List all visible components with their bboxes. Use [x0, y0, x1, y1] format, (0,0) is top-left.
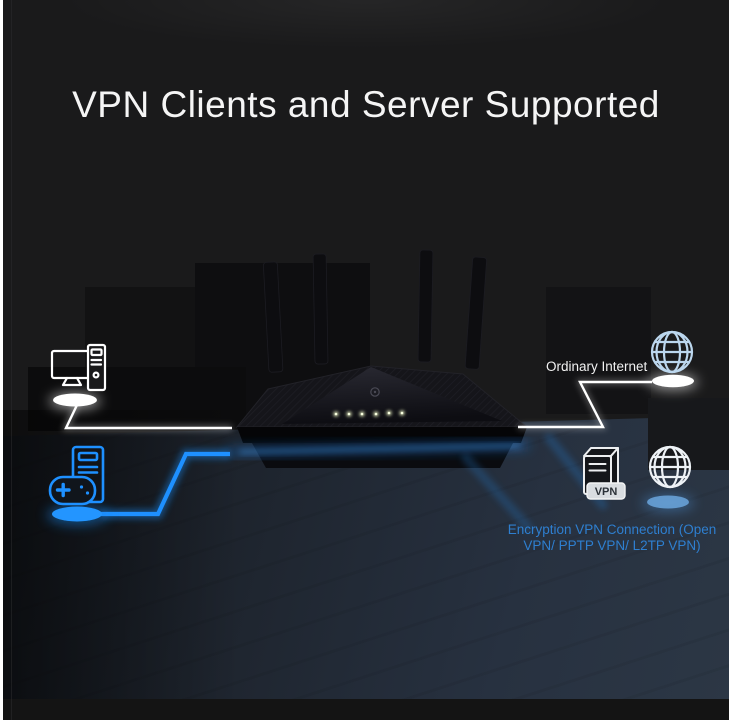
led-indicator: [387, 411, 391, 415]
page-title: VPN Clients and Server Supported: [72, 84, 660, 125]
led-indicator: [374, 412, 378, 416]
tplink-logo: [370, 387, 380, 397]
page-border-left: [0, 0, 3, 720]
svg-text:VPN: VPN: [595, 486, 618, 498]
page-border-right: [729, 0, 732, 720]
led-indicator: [400, 411, 404, 415]
gamepad-icon: [48, 475, 97, 506]
router-antenna: [464, 256, 487, 370]
background-box-right: [546, 287, 651, 414]
led-indicator: [347, 412, 351, 416]
vpn-server-icon: VPN: [583, 447, 626, 500]
line-internet-to-router: [518, 379, 652, 430]
encryption-vpn-caption-line2: VPN/ PPTP VPN/ L2TP VPN): [523, 537, 701, 553]
router: [227, 249, 529, 468]
desktop-computer-icon: [50, 343, 107, 392]
line-gamingpc-to-router: [101, 449, 230, 519]
globe-vpn-icon: [648, 445, 692, 489]
led-indicator: [360, 412, 364, 416]
encryption-vpn-caption-line1: Encryption VPN Connection (Open: [507, 522, 717, 537]
router-antennas: [263, 249, 487, 373]
vpn-badge: VPN: [586, 482, 626, 500]
vpn-beam: [461, 453, 533, 532]
encryption-vpn-caption: Encryption VPN Connection (Open VPN/ PPT…: [498, 522, 726, 553]
router-antenna: [312, 253, 329, 365]
glow-ellipse-gamingpc: [47, 505, 107, 525]
ceiling-glow: [0, 0, 732, 160]
globe-internet-icon: [650, 330, 694, 374]
gaming-pc-icon: [48, 445, 105, 506]
bottom-black-bar: [0, 699, 732, 720]
floor-shadow: [0, 410, 300, 702]
router-gloss-wedge: [282, 367, 502, 424]
glow-ellipse-internet: [648, 374, 698, 390]
glow-ellipse-desktop: [49, 392, 101, 410]
router-front-face: [237, 427, 527, 443]
led-indicators: [333, 410, 405, 417]
left-inner-edge-line: [11, 0, 12, 720]
router-antenna: [417, 249, 434, 363]
ordinary-internet-label: Ordinary Internet: [546, 359, 648, 374]
led-indicator: [334, 412, 338, 416]
router-antenna: [263, 261, 284, 373]
glow-ellipse-vpn: [642, 494, 694, 512]
router-underglow-core: [239, 444, 521, 454]
line-desktop-to-router: [62, 403, 232, 431]
